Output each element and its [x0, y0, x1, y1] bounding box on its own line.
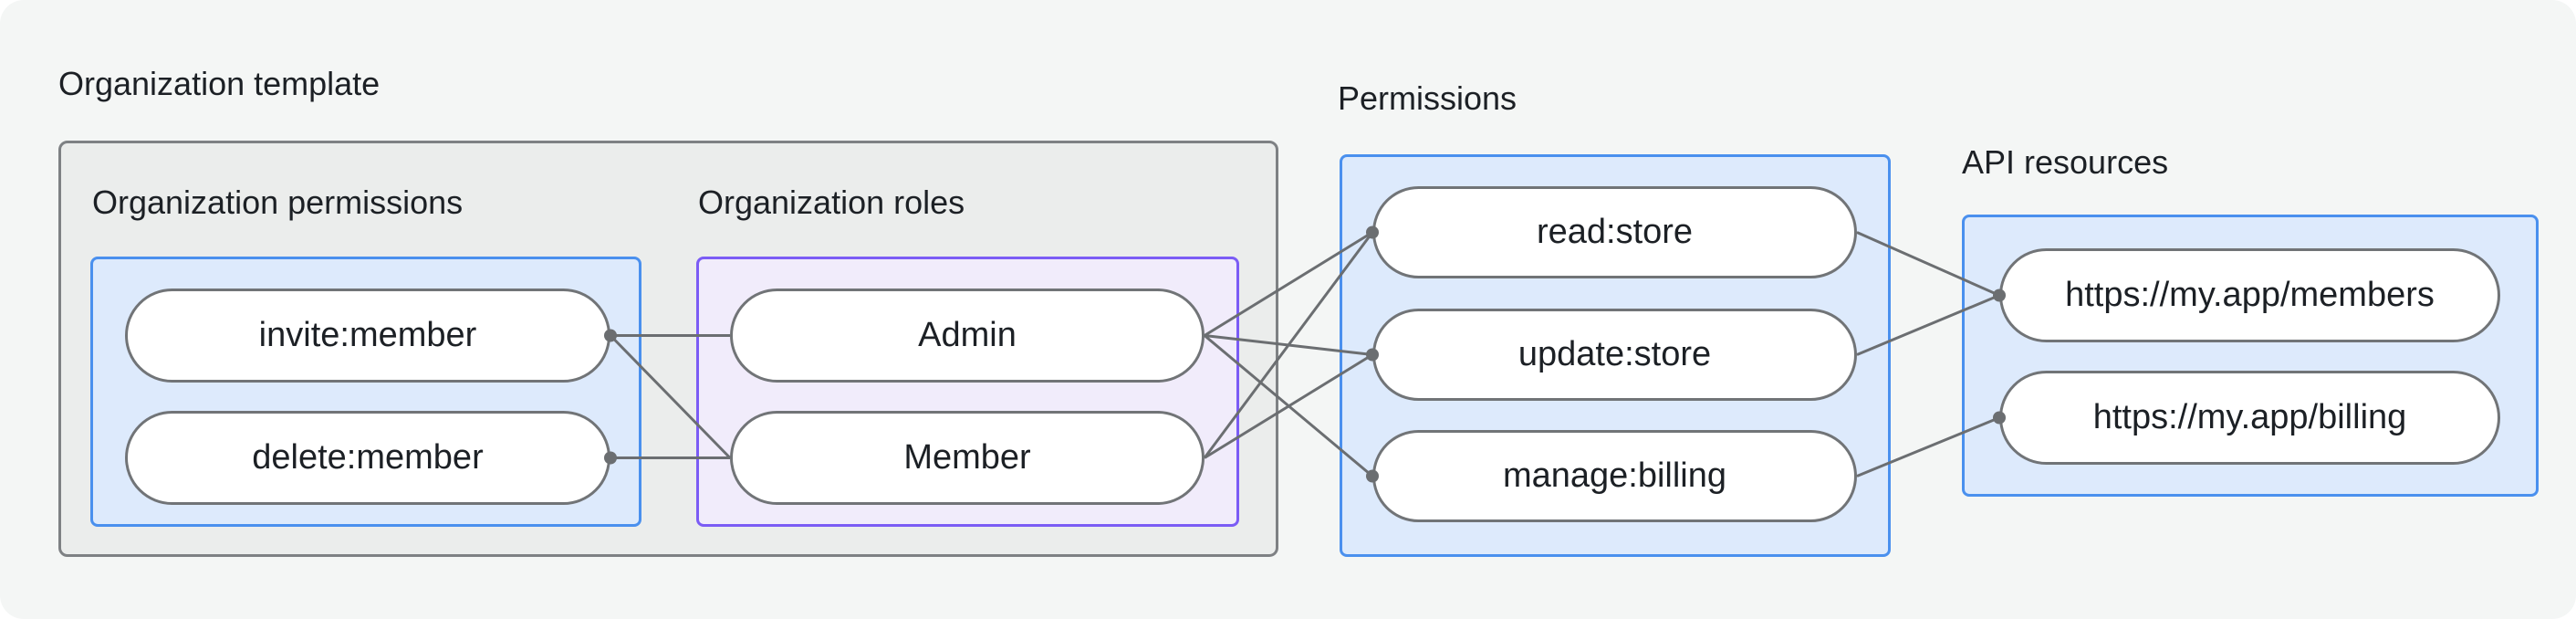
org-permissions-title: Organization permissions	[92, 184, 464, 221]
node-update-store: update:store	[1372, 309, 1857, 401]
node-delete-member: delete:member	[125, 411, 610, 505]
node-admin-role: Admin	[730, 289, 1205, 383]
node-member-role: Member	[730, 411, 1205, 505]
api-resources-title: API resources	[1962, 143, 2169, 181]
org-roles-title: Organization roles	[698, 184, 965, 221]
node-invite-member: invite:member	[125, 289, 610, 383]
node-api-billing-url: https://my.app/billing	[1999, 371, 2500, 465]
org-template-title: Organization template	[58, 65, 381, 102]
node-read-store: read:store	[1372, 186, 1857, 278]
permissions-title: Permissions	[1338, 79, 1517, 117]
node-manage-billing: manage:billing	[1372, 430, 1857, 522]
node-api-members-url: https://my.app/members	[1999, 248, 2500, 342]
